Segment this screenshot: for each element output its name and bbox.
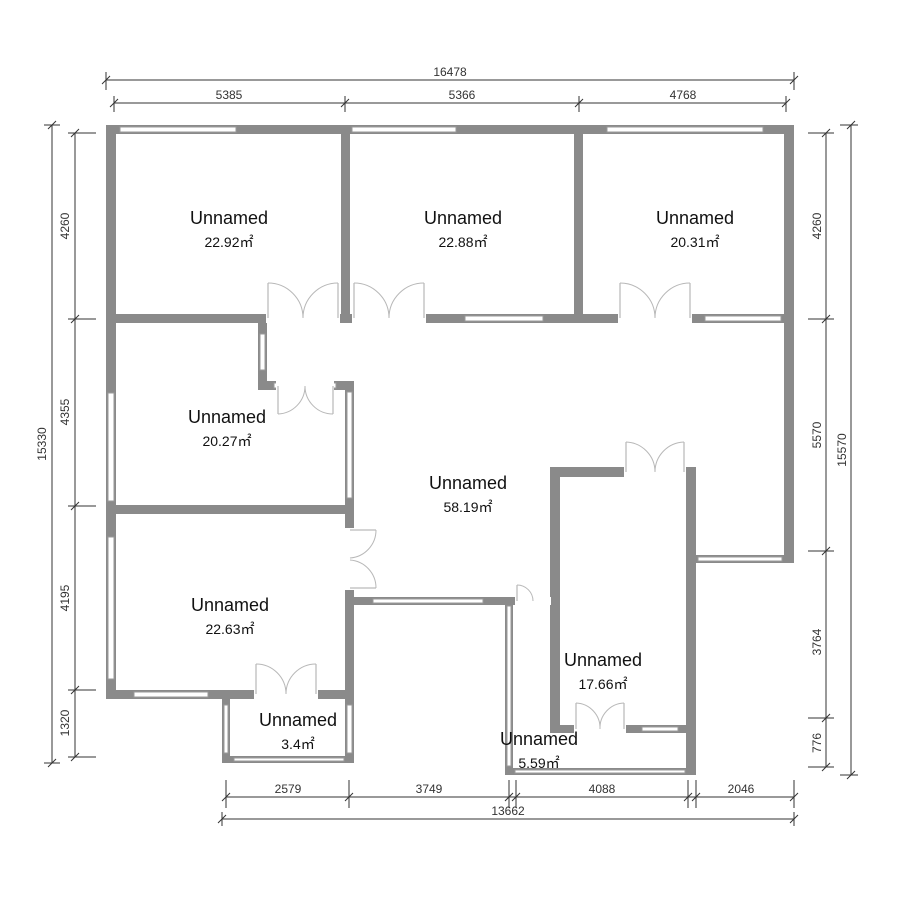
dim-right-total: 15570 [835, 433, 849, 467]
window-mid-1 [464, 315, 544, 322]
room-1-area: 22.92㎡ [204, 234, 253, 250]
window-balcony-left [223, 704, 229, 754]
dim-bottom-seg-3: 4088 [589, 782, 616, 796]
room-2-name: Unnamed [424, 208, 502, 228]
door-room-8 [574, 702, 626, 733]
room-4-name: Unnamed [188, 407, 266, 427]
room-7-area: 17.66㎡ [578, 676, 627, 692]
dim-left-seg-1: 4260 [58, 212, 72, 239]
room-8-name: Unnamed [259, 710, 337, 730]
dim-bottom-total: 13662 [491, 804, 525, 818]
wall-rr-right [686, 467, 696, 775]
window-ml-small [259, 333, 266, 371]
door-balcony [254, 663, 318, 699]
dimensions-left: 15330 4260 4355 4195 1320 [35, 120, 96, 768]
window-top-2 [351, 126, 457, 133]
windows [107, 126, 783, 774]
window-top-3 [606, 126, 764, 133]
room-7-name: Unnamed [564, 650, 642, 670]
room-9-name: Unnamed [500, 729, 578, 749]
wall-right-upper [784, 125, 794, 563]
window-top-1 [119, 126, 237, 133]
window-balcony-right [346, 704, 353, 754]
window-left-1 [107, 392, 115, 502]
window-left-2 [107, 536, 115, 680]
dim-bottom-seg-4: 2046 [728, 782, 755, 796]
room-6-area: 22.63㎡ [205, 621, 254, 637]
wall-top-row-bottom [106, 314, 794, 323]
dim-left-seg-4: 1320 [58, 709, 72, 736]
dim-top-total: 16478 [433, 65, 467, 79]
dim-right-seg-1: 4260 [810, 212, 824, 239]
door-room-4 [276, 381, 334, 415]
dim-right-seg-2: 5570 [810, 421, 824, 448]
room-8-area: 3.4㎡ [281, 736, 314, 752]
doors [254, 282, 692, 733]
window-lr-left [506, 605, 512, 767]
dim-right-seg-4: 776 [810, 733, 824, 753]
dimensions-bottom: 2579 3749 4088 2046 13662 [217, 780, 799, 826]
dim-top-seg-2: 5366 [449, 88, 476, 102]
wall-rr-top [550, 467, 696, 477]
dim-left-seg-3: 4195 [58, 584, 72, 611]
room-2-area: 22.88㎡ [438, 234, 487, 250]
dim-top-seg-3: 4768 [670, 88, 697, 102]
room-6-name: Unnamed [191, 595, 269, 615]
room-5-area: 58.19㎡ [443, 499, 492, 515]
room-9-area: 5.59㎡ [518, 755, 559, 771]
dim-bottom-seg-2: 3749 [416, 782, 443, 796]
wall-v2 [574, 125, 583, 323]
door-corridor [515, 584, 551, 605]
room-5-name: Unnamed [429, 473, 507, 493]
wall-ml-bottom [106, 505, 354, 514]
window-mid-2 [704, 315, 782, 322]
door-room-1 [266, 282, 340, 323]
dimensions-right: 4260 5570 3764 776 15570 [808, 120, 858, 780]
door-room-6 [345, 528, 377, 590]
room-labels: Unnamed 22.92㎡ Unnamed 22.88㎡ Unnamed 20… [188, 208, 734, 771]
room-3-name: Unnamed [656, 208, 734, 228]
door-room-3 [618, 282, 692, 323]
dim-left-seg-2: 4355 [58, 398, 72, 425]
door-room-7 [624, 441, 686, 477]
dim-right-seg-3: 3764 [810, 628, 824, 655]
door-room-2 [352, 282, 426, 323]
room-3-area: 20.31㎡ [670, 234, 719, 250]
window-right-step [697, 556, 783, 562]
dimensions-top: 16478 5385 5366 4768 [101, 65, 799, 112]
window-rr-small [641, 726, 679, 732]
room-4-area: 20.27㎡ [202, 433, 251, 449]
window-balcony-bottom [233, 757, 345, 762]
dim-left-total: 15330 [35, 427, 49, 461]
wall-ll-bottom [106, 690, 354, 699]
wall-rr-left [550, 467, 560, 733]
window-ml-right [346, 391, 353, 499]
wall-ll-right [345, 590, 354, 700]
wall-v1 [341, 125, 350, 323]
window-ll-bottom [133, 691, 209, 698]
room-1-name: Unnamed [190, 208, 268, 228]
window-corridor [372, 598, 484, 604]
window-lr-bottom [514, 769, 686, 774]
dim-top-seg-1: 5385 [216, 88, 243, 102]
dim-bottom-seg-1: 2579 [275, 782, 302, 796]
